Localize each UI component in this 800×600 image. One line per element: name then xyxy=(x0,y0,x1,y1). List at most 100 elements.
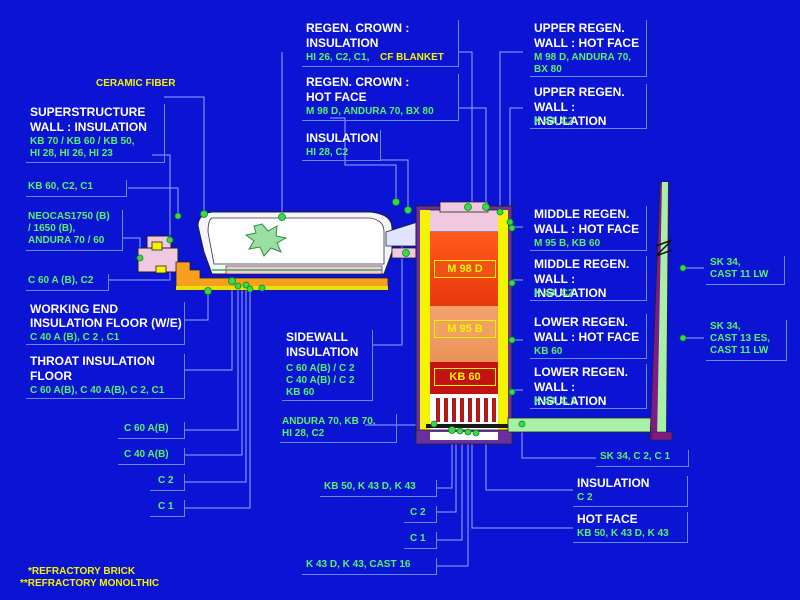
box-regen-crown-insulation: REGEN. CROWN : INSULATION HI 26, C2, C1,… xyxy=(302,20,459,67)
regen-crown-hot-line-1: M 98 D, ANDURA 70, BX 80 xyxy=(306,106,434,117)
upper-regen-hot-line-2: BX 80 xyxy=(534,64,562,75)
sk34-cast11-line-1: SK 34, xyxy=(710,257,741,268)
break-symbol xyxy=(655,239,673,257)
insulation-bottom-line: C 2 xyxy=(577,492,593,503)
upper-regen-hot-title-2: WALL : HOT FACE xyxy=(534,36,640,50)
upper-regen-ins-title-1: UPPER REGEN. xyxy=(534,85,625,99)
c2-mid-text: C 2 xyxy=(410,507,426,518)
superstructure-title-2: WALL : INSULATION xyxy=(30,120,147,134)
box-kb60-c2-c1: KB 60, C2, C1 xyxy=(26,180,127,197)
box-upper-regen-hot: UPPER REGEN. WALL : HOT FACE M 98 D, AND… xyxy=(530,20,647,77)
working-end-line-1: C 40 A (B), C 2 , C1 xyxy=(30,332,120,343)
middle-regen-hot-line-1: M 95 B, KB 60 xyxy=(534,238,601,249)
sk34-cast13-line-3: CAST 11 LW xyxy=(710,345,769,356)
box-left-bottom-1: C 40 A(B) xyxy=(118,448,185,465)
throat-title-2: FLOOR xyxy=(30,369,72,383)
callout-dots xyxy=(136,198,687,437)
kb50-k43d-k43-text: KB 50, K 43 D, K 43 xyxy=(324,481,416,492)
neocas-line-1: NEOCAS1750 (B) xyxy=(28,211,110,222)
middle-regen-hot-title-1: MIDDLE REGEN. xyxy=(534,207,630,221)
lower-regen-ins-line-1: K 43, C 1 xyxy=(534,396,577,407)
upper-regen-ins-title-2: WALL : INSULATION xyxy=(534,100,607,129)
box-lower-regen-hot: LOWER REGEN. WALL : HOT FACE KB 60 xyxy=(530,314,647,359)
label-ceramic-fiber: CERAMIC FIBER xyxy=(96,78,176,89)
box-sk34-cast13: SK 34, CAST 13 ES, CAST 11 LW xyxy=(706,320,787,361)
legend-brick: *REFRACTORY BRICK xyxy=(28,566,136,577)
melting-tank xyxy=(137,211,425,291)
box-sidewall: SIDEWALL INSULATION C 60 A(B) / C 2 C 40… xyxy=(282,330,373,401)
upper-regen-hot-title-1: UPPER REGEN. xyxy=(534,21,625,35)
neocas-line-3: ANDURA 70 / 60 xyxy=(28,235,105,246)
flue-and-stack xyxy=(507,181,673,441)
working-end-title-1: WORKING END xyxy=(30,302,118,316)
zone-label-m95b: M 95 B xyxy=(434,320,496,338)
left-bottom-1-text: C 40 A(B) xyxy=(124,449,169,460)
lower-regen-ins-title-1: LOWER REGEN. xyxy=(534,365,629,379)
sk34-cast13-line-1: SK 34, xyxy=(710,321,741,332)
throat-line-1: C 60 A(B), C 40 A(B), C 2, C1 xyxy=(30,385,165,396)
box-andura: ANDURA 70, KB 70, HI 28, C2 xyxy=(280,414,397,443)
box-left-bottom-2: C 2 xyxy=(150,474,185,491)
middle-regen-hot-title-2: WALL : HOT FACE xyxy=(534,222,640,236)
box-sk34-c2-c1: SK 34, C 2, C 1 xyxy=(596,450,689,467)
sk34-cast13-line-2: CAST 13 ES, xyxy=(710,333,771,344)
box-lower-regen-ins: LOWER REGEN. WALL : INSULATION K 43, C 1 xyxy=(530,364,647,409)
regen-crown-ins-title-1: REGEN. CROWN : xyxy=(306,21,410,35)
box-middle-regen-hot: MIDDLE REGEN. WALL : HOT FACE M 95 B, KB… xyxy=(530,206,647,251)
insulation-bottom-title: INSULATION xyxy=(577,476,650,490)
superstructure-title-1: SUPERSTRUCTURE xyxy=(30,105,146,119)
left-bottom-2-text: C 2 xyxy=(158,475,174,486)
flame-icon xyxy=(244,223,288,257)
superstructure-line-2: HI 28, HI 26, HI 23 xyxy=(30,148,113,159)
lower-regen-hot-title-1: LOWER REGEN. xyxy=(534,315,629,329)
middle-regen-ins-line-1: K 43, C2 xyxy=(534,288,574,299)
middle-regen-ins-title-1: MIDDLE REGEN. xyxy=(534,257,630,271)
regen-crown-hot-title-2: HOT FACE xyxy=(306,90,367,104)
box-superstructure: SUPERSTRUCTURE WALL : INSULATION KB 70 /… xyxy=(26,104,165,163)
box-c1-mid: C 1 xyxy=(404,532,437,549)
superstructure-line-1: KB 70 / KB 60 / KB 50, xyxy=(30,136,135,147)
box-middle-regen-ins: MIDDLE REGEN. WALL : INSULATION K 43, C2 xyxy=(530,256,647,301)
regen-crown-ins-title-2: INSULATION xyxy=(306,36,379,50)
box-throat: THROAT INSULATION FLOOR C 60 A(B), C 40 … xyxy=(26,354,185,399)
box-k43d-k43-cast16: K 43 D, K 43, CAST 16 xyxy=(302,558,437,575)
box-insulation-bottom: INSULATION C 2 xyxy=(573,476,688,507)
andura-line-1: ANDURA 70, KB 70, xyxy=(282,416,376,427)
box-working-end: WORKING END INSULATION FLOOR (W/E) C 40 … xyxy=(26,302,185,345)
kb60-c2-c1-text: KB 60, C2, C1 xyxy=(28,181,94,192)
box-sk34-cast11: SK 34, CAST 11 LW xyxy=(706,256,785,285)
box-upper-regen-ins: UPPER REGEN. WALL : INSULATION K 43, C2 xyxy=(530,84,647,129)
checker-bricks xyxy=(436,398,496,422)
insulation-top-line: HI 28, C2 xyxy=(306,147,349,158)
zone-label-kb60: KB 60 xyxy=(434,368,496,386)
lower-regen-hot-line-1: KB 60 xyxy=(534,346,563,357)
sidewall-line-1: C 60 A(B) / C 2 xyxy=(286,363,355,374)
andura-line-2: HI 28, C2 xyxy=(282,428,325,439)
working-end-title-2: INSULATION FLOOR (W/E) xyxy=(30,316,182,330)
hot-face-bottom-title: HOT FACE xyxy=(577,512,638,526)
sidewall-title-1: SIDEWALL xyxy=(286,330,348,344)
sidewall-line-2: C 40 A(B) / C 2 xyxy=(286,375,355,386)
middle-regen-ins-title-2: WALL : INSULATION xyxy=(534,272,607,301)
throat-title-1: THROAT INSULATION xyxy=(30,354,155,368)
legend-monolithic: **REFRACTORY MONOLTHIC xyxy=(20,578,160,589)
regen-crown-ins-line-1: HI 26, C2, C1, xyxy=(306,52,370,63)
sk34-c2-c1-text: SK 34, C 2, C 1 xyxy=(600,451,671,462)
box-c60a-b-c2: C 60 A (B), C2 xyxy=(26,274,109,291)
box-left-bottom-0: C 60 A(B) xyxy=(118,422,185,439)
box-insulation-top: INSULATION HI 28, C2 xyxy=(302,130,381,161)
neocas-line-2: / 1650 (B), xyxy=(28,223,76,234)
box-kb50-k43d-k43: KB 50, K 43 D, K 43 xyxy=(320,480,437,497)
left-bottom-0-text: C 60 A(B) xyxy=(124,423,169,434)
regen-crown-hot-title-1: REGEN. CROWN : xyxy=(306,75,410,89)
box-neocas: NEOCAS1750 (B) / 1650 (B), ANDURA 70 / 6… xyxy=(26,210,123,251)
regen-crown-ins-cf-blanket: CF BLANKET xyxy=(380,52,444,63)
left-bottom-3-text: C 1 xyxy=(158,501,174,512)
c60a-b-c2-text: C 60 A (B), C2 xyxy=(28,275,94,286)
box-hot-face-bottom: HOT FACE KB 50, K 43 D, K 43 xyxy=(573,512,688,543)
insulation-top-title: INSULATION xyxy=(306,131,379,145)
upper-regen-hot-line-1: M 98 D, ANDURA 70, xyxy=(534,52,632,63)
box-left-bottom-3: C 1 xyxy=(150,500,185,517)
zone-label-m98d: M 98 D xyxy=(434,260,496,278)
